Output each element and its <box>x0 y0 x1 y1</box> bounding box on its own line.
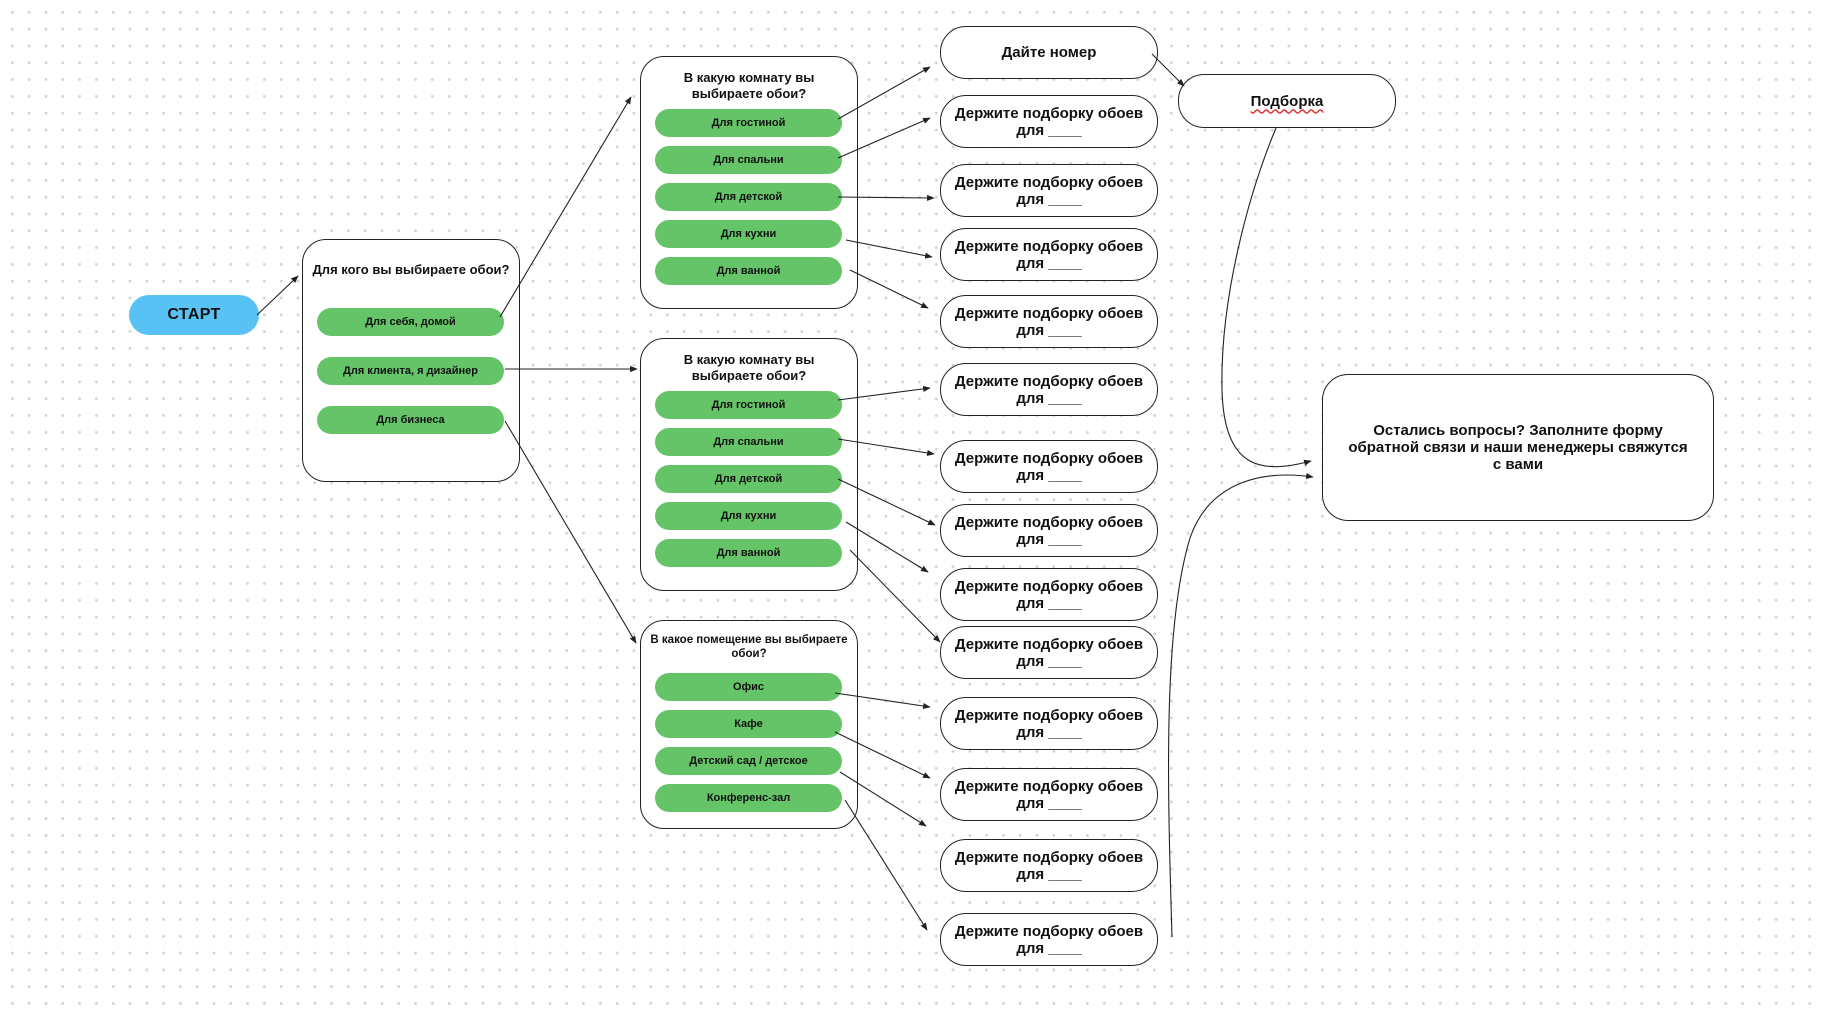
room-designer-option-bedroom[interactable]: Для спальни <box>655 428 842 456</box>
premises-option-office[interactable]: Офис <box>655 673 842 701</box>
option-business[interactable]: Для бизнеса <box>317 406 504 434</box>
question-room-designer-title: В какую комнату вы выбираете обои? <box>683 352 815 383</box>
connector <box>1221 127 1312 468</box>
room-designer-option-kitchen[interactable]: Для кухни <box>655 502 842 530</box>
result-selection-box[interactable]: Держите подборку обоев для ____ <box>940 839 1158 892</box>
result-selection-box[interactable]: Держите подборку обоев для ____ <box>940 697 1158 750</box>
feedback-form-box[interactable]: Остались вопросы? Заполните форму обратн… <box>1322 374 1714 521</box>
question-room-self-title: В какую комнату вы выбираете обои? <box>683 70 815 101</box>
premises-option-kindergarten[interactable]: Детский сад / детское <box>655 747 842 775</box>
question-premises-card: В какое помещение вы выбираете обои? Офи… <box>640 620 858 829</box>
connector <box>849 269 929 309</box>
connector <box>256 275 299 316</box>
premises-option-cafe[interactable]: Кафе <box>655 710 842 738</box>
room-self-option-bedroom[interactable]: Для спальни <box>655 146 842 174</box>
room-self-option-kids[interactable]: Для детской <box>655 183 842 211</box>
result-selection-box[interactable]: Держите подборку обоев для ____ <box>940 295 1158 348</box>
room-designer-option-bath[interactable]: Для ванной <box>655 539 842 567</box>
connector <box>1167 472 1314 938</box>
question-room-designer-card: В какую комнату вы выбираете обои? Для г… <box>640 338 858 591</box>
connector <box>845 521 929 573</box>
result-selection-box[interactable]: Держите подборку обоев для ____ <box>940 504 1158 557</box>
room-self-option-kitchen[interactable]: Для кухни <box>655 220 842 248</box>
option-client-designer[interactable]: Для клиента, я дизайнер <box>317 357 504 385</box>
result-selection-box[interactable]: Держите подборку обоев для ____ <box>940 228 1158 281</box>
result-selection-box[interactable]: Держите подборку обоев для ____ <box>940 164 1158 217</box>
result-selection-box[interactable]: Держите подборку обоев для ____ <box>940 913 1158 966</box>
question-who-title: Для кого вы выбираете обои? <box>312 262 510 277</box>
premises-option-conference[interactable]: Конференс-зал <box>655 784 842 812</box>
result-selection-box[interactable]: Держите подборку обоев для ____ <box>940 568 1158 621</box>
result-selection-box[interactable]: Держите подборку обоев для ____ <box>940 95 1158 148</box>
room-self-option-living[interactable]: Для гостиной <box>655 109 842 137</box>
connector <box>504 420 637 644</box>
question-room-self-card: В какую комнату вы выбираете обои? Для г… <box>640 56 858 309</box>
selection-node-label: Подборка <box>1250 92 1324 110</box>
room-designer-option-living[interactable]: Для гостиной <box>655 391 842 419</box>
question-premises-title: В какое помещение вы выбираете обои? <box>650 634 848 660</box>
selection-node[interactable]: Подборка <box>1178 74 1396 128</box>
result-selection-box[interactable]: Держите подборку обоев для ____ <box>940 626 1158 679</box>
result-selection-box[interactable]: Держите подборку обоев для ____ <box>940 363 1158 416</box>
connector <box>849 549 941 643</box>
result-selection-box[interactable]: Держите подборку обоев для ____ <box>940 768 1158 821</box>
connector <box>845 239 933 259</box>
question-who-card: Для кого вы выбираете обои? Для себя, до… <box>302 239 520 482</box>
room-self-option-bath[interactable]: Для ванной <box>655 257 842 285</box>
room-designer-option-kids[interactable]: Для детской <box>655 465 842 493</box>
connector <box>844 799 928 931</box>
option-self-home[interactable]: Для себя, домой <box>317 308 504 336</box>
start-node[interactable]: СТАРТ <box>129 295 259 335</box>
result-phone-box[interactable]: Дайте номер <box>940 26 1158 79</box>
result-selection-box[interactable]: Держите подборку обоев для ____ <box>940 440 1158 493</box>
